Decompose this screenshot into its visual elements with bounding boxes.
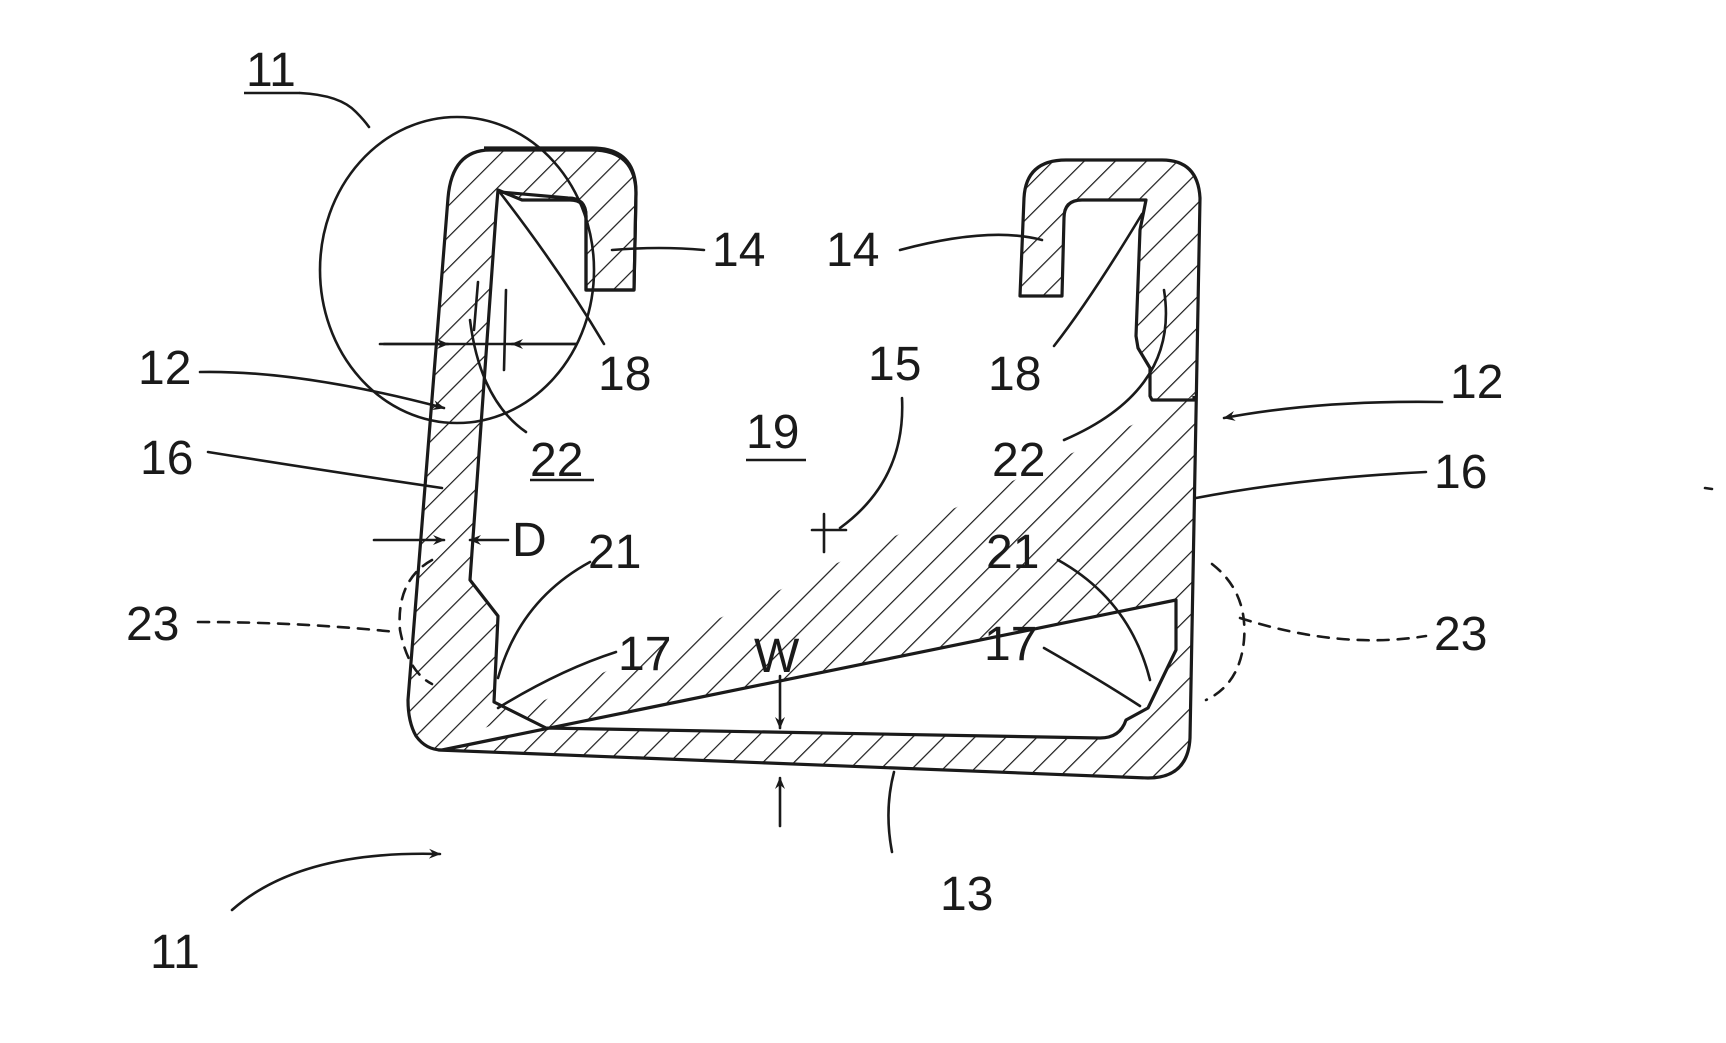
label-22-right: 22 bbox=[992, 434, 1045, 487]
label-16-right: 16 bbox=[1434, 446, 1487, 499]
label-11-bottom: 11 bbox=[150, 926, 200, 979]
leader-23-left bbox=[198, 622, 396, 632]
label-21-left: 21 bbox=[588, 526, 641, 579]
label-16-left: 16 bbox=[140, 432, 193, 485]
label-14-right: 14 bbox=[826, 224, 879, 277]
leader-18-right bbox=[1054, 214, 1142, 346]
leader-12-right bbox=[1224, 402, 1442, 418]
stray-mark bbox=[1705, 488, 1712, 489]
label-18-left: 18 bbox=[598, 348, 651, 401]
label-18-right: 18 bbox=[988, 348, 1041, 401]
leader-11-bottom bbox=[232, 854, 440, 910]
label-12-left: 12 bbox=[138, 342, 191, 395]
leader-13 bbox=[888, 772, 894, 852]
leader-14-left bbox=[612, 248, 704, 250]
label-13: 13 bbox=[940, 868, 993, 921]
label-12-right: 12 bbox=[1450, 356, 1503, 409]
leader-23-right bbox=[1240, 618, 1426, 640]
label-19: 19 bbox=[746, 406, 799, 459]
label-W: W bbox=[754, 630, 800, 683]
leader-15 bbox=[840, 398, 902, 528]
label-17-right: 17 bbox=[984, 618, 1037, 671]
label-17-left: 17 bbox=[618, 628, 671, 681]
label-11-top: 11 bbox=[246, 44, 296, 97]
leader-17-right bbox=[1044, 648, 1140, 706]
label-15: 15 bbox=[868, 338, 921, 391]
leader-16-left bbox=[208, 452, 442, 488]
leader-11-top bbox=[300, 93, 369, 127]
leader-21-left bbox=[498, 562, 590, 678]
label-23-right: 23 bbox=[1434, 608, 1487, 661]
dashed-arc-23-right bbox=[1206, 564, 1244, 700]
label-21-right: 21 bbox=[986, 526, 1039, 579]
label-D: D bbox=[512, 514, 547, 567]
label-14-left: 14 bbox=[712, 224, 765, 277]
ref-line-22-left-b bbox=[504, 290, 506, 370]
leader-16-right bbox=[1196, 472, 1426, 498]
label-23-left: 23 bbox=[126, 598, 179, 651]
leader-12-left bbox=[200, 372, 444, 408]
channel-wall-section bbox=[408, 150, 1200, 778]
